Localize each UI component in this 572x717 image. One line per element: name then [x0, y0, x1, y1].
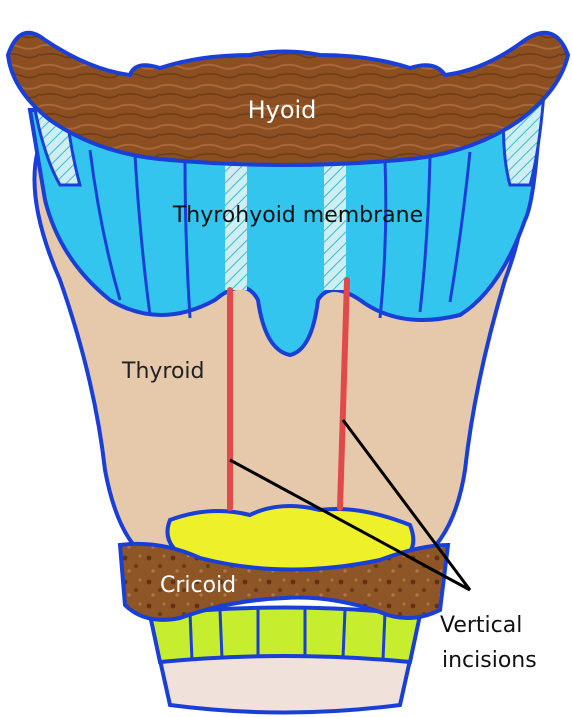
label-thyrohyoid-membrane: Thyrohyoid membrane — [172, 203, 423, 228]
label-cricoid: Cricoid — [160, 573, 236, 598]
label-thyroid: Thyroid — [121, 359, 205, 384]
trachea-base — [160, 655, 410, 713]
label-incisions: incisions — [442, 648, 537, 673]
label-vertical: Vertical — [440, 613, 522, 638]
label-hyoid: Hyoid — [248, 96, 317, 124]
